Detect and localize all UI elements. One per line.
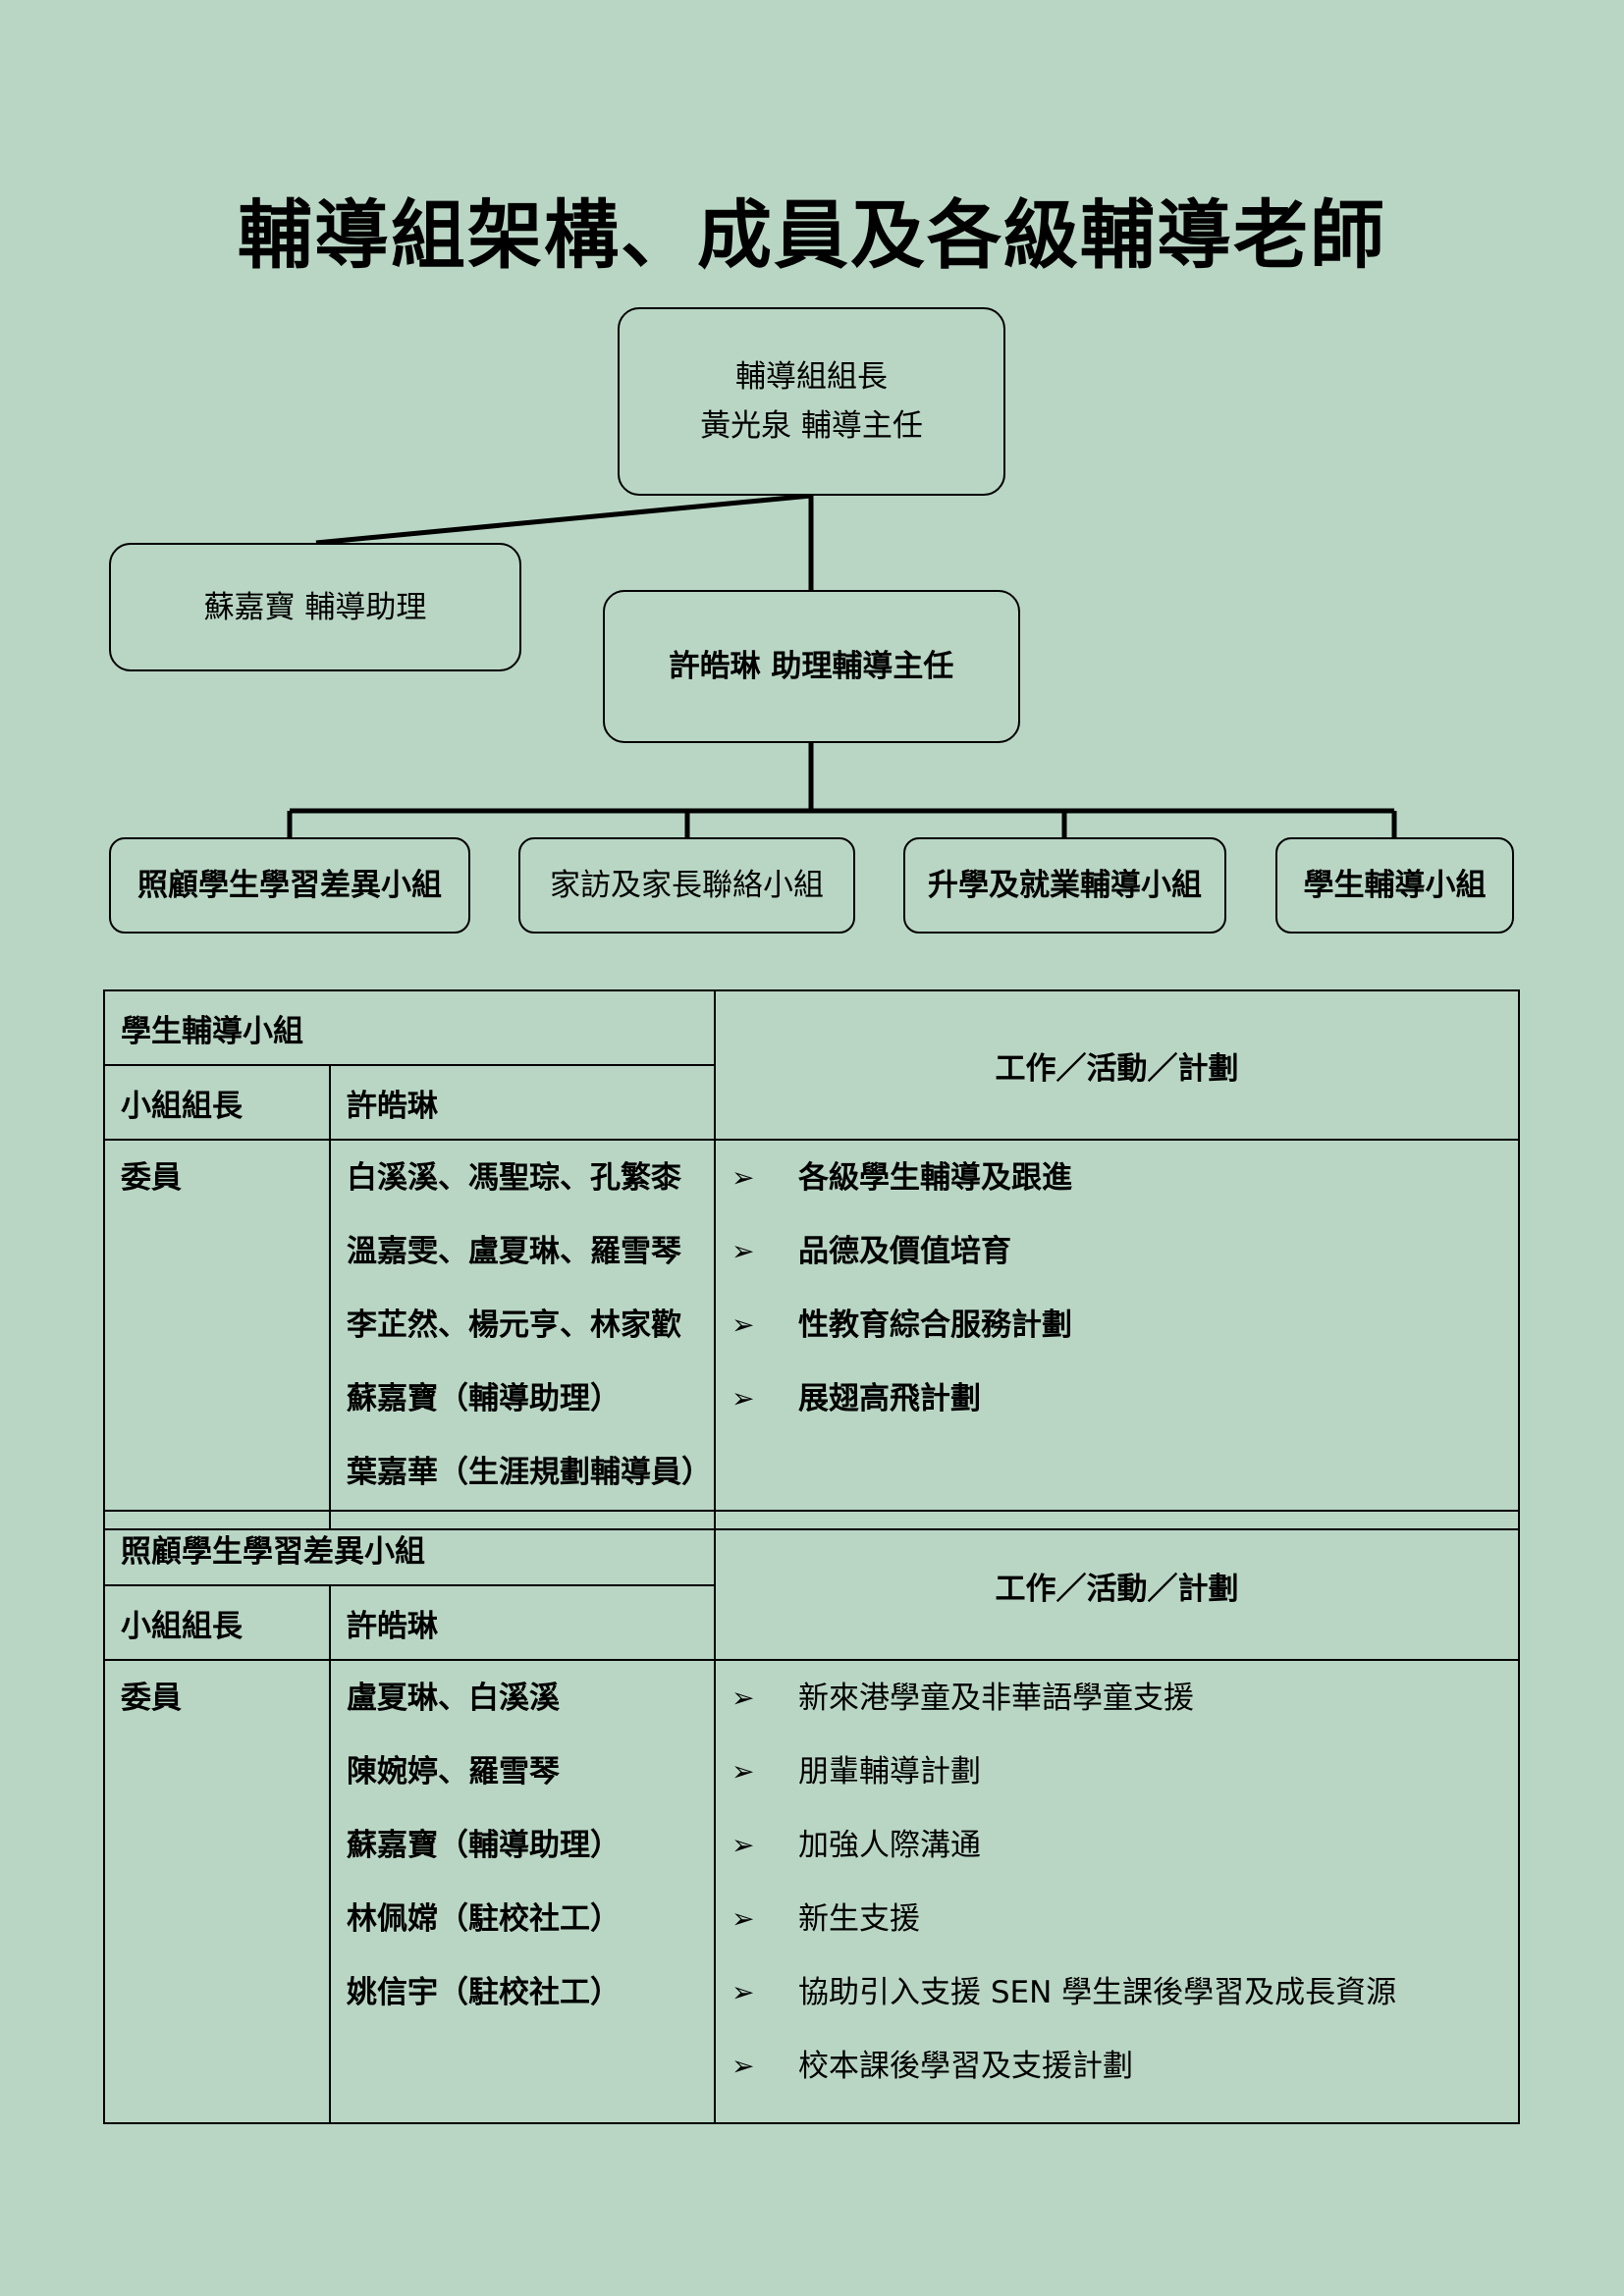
activity-item: ➢新來港學童及非華語學童支援 [731, 1673, 1502, 1746]
activity-item: ➢展翅高飛計劃 [731, 1373, 1502, 1447]
members-label-cell: 委員 [103, 1139, 331, 1530]
org-chart-connectors [287, 493, 1397, 837]
page-title: 輔導組架構、成員及各級輔導老師 [238, 191, 1386, 279]
group-3-label: 升學及就業輔導小組 [928, 868, 1202, 903]
member-line: 李芷然、楊元亨、林家歡 [347, 1308, 681, 1343]
head-name: 黃光泉 輔導主任 [700, 408, 923, 444]
org-node-group-4: 學生輔導小組 [1275, 837, 1514, 934]
group-table-learning-diversity: 照顧學生學習差異小組 工作／活動／計劃 小組組長 許皓琳 委員 盧夏琳、白溪溪 … [103, 1510, 1520, 2124]
group-1-label: 照顧學生學習差異小組 [137, 868, 442, 903]
group-name: 照顧學生學習差異小組 [103, 1510, 716, 1586]
members-label: 委員 [121, 1160, 182, 1196]
org-node-group-1: 照顧學生學習差異小組 [109, 837, 470, 934]
arrow-bullet-icon: ➢ [731, 1902, 755, 1935]
activity-item: ➢朋輩輔導計劃 [731, 1746, 1502, 1820]
group-name: 學生輔導小組 [103, 989, 716, 1066]
leader-label: 小組組長 [103, 1584, 331, 1661]
org-node-group-3: 升學及就業輔導小組 [903, 837, 1226, 934]
activity-item: ➢校本課後學習及支援計劃 [731, 2041, 1502, 2114]
arrow-bullet-icon: ➢ [731, 1829, 755, 1861]
group-table-student-guidance: 學生輔導小組 工作／活動／計劃 小組組長 許皓琳 委員 白溪溪、馮聖琮、孔繁桼 … [103, 989, 1520, 1530]
work-header: 工作／活動／計劃 [714, 1510, 1520, 1661]
arrow-bullet-icon: ➢ [731, 1755, 755, 1788]
arrow-bullet-icon: ➢ [731, 1682, 755, 1714]
activity-item: ➢品德及價值培育 [731, 1226, 1502, 1300]
member-line: 白溪溪、馮聖琮、孔繁桼 [347, 1160, 681, 1196]
org-node-assistant: 蘇嘉寶 輔導助理 [109, 543, 521, 671]
assistant-name: 蘇嘉寶 輔導助理 [203, 589, 427, 625]
org-node-deputy: 許皓琳 助理輔導主任 [603, 590, 1020, 743]
activity-item: ➢新生支援 [731, 1894, 1502, 1967]
connector-head-assistant [315, 493, 812, 546]
leader-label: 小組組長 [103, 1064, 331, 1141]
members-cell: 白溪溪、馮聖琮、孔繁桼 溫嘉雯、盧夏琳、羅雪琴 李芷然、楊元亨、林家歡 蘇嘉寶（… [329, 1139, 716, 1530]
member-line: 葉嘉華（生涯規劃輔導員） [347, 1455, 712, 1490]
arrow-bullet-icon: ➢ [731, 1308, 755, 1341]
arrow-bullet-icon: ➢ [731, 1976, 755, 2008]
member-line: 溫嘉雯、盧夏琳、羅雪琴 [347, 1234, 681, 1269]
activity-item: ➢協助引入支援 SEN 學生課後學習及成長資源 [731, 1967, 1502, 2041]
work-header: 工作／活動／計劃 [714, 989, 1520, 1141]
activities-cell: ➢新來港學童及非華語學童支援 ➢朋輩輔導計劃 ➢加強人際溝通 ➢新生支援 ➢協助… [714, 1659, 1520, 2124]
member-line: 姚信宇（駐校社工） [347, 1975, 621, 2010]
arrow-bullet-icon: ➢ [731, 1161, 755, 1194]
head-role: 輔導組組長 [735, 359, 888, 395]
member-line: 林佩嫦（駐校社工） [347, 1901, 621, 1937]
activities-cell: ➢各級學生輔導及跟進 ➢品德及價值培育 ➢性教育綜合服務計劃 ➢展翅高飛計劃 [714, 1139, 1520, 1530]
group-2-label: 家訪及家長聯絡小組 [550, 868, 824, 903]
activity-item: ➢性教育綜合服務計劃 [731, 1300, 1502, 1373]
member-line: 盧夏琳、白溪溪 [347, 1681, 560, 1716]
leader-name: 許皓琳 [329, 1584, 716, 1661]
arrow-bullet-icon: ➢ [731, 2050, 755, 2082]
member-line: 蘇嘉寶（輔導助理） [347, 1828, 621, 1863]
activity-item: ➢加強人際溝通 [731, 1820, 1502, 1894]
arrow-bullet-icon: ➢ [731, 1382, 755, 1415]
members-label: 委員 [121, 1681, 182, 1716]
members-label-cell: 委員 [103, 1659, 331, 2124]
org-node-group-2: 家訪及家長聯絡小組 [518, 837, 855, 934]
group-4-label: 學生輔導小組 [1303, 868, 1487, 903]
org-node-head: 輔導組組長 黃光泉 輔導主任 [618, 307, 1005, 496]
arrow-bullet-icon: ➢ [731, 1235, 755, 1267]
member-line: 陳婉婷、羅雪琴 [347, 1754, 560, 1789]
members-cell: 盧夏琳、白溪溪 陳婉婷、羅雪琴 蘇嘉寶（輔導助理） 林佩嫦（駐校社工） 姚信宇（… [329, 1659, 716, 2124]
deputy-name: 許皓琳 助理輔導主任 [669, 649, 954, 684]
activity-item: ➢各級學生輔導及跟進 [731, 1152, 1502, 1226]
member-line: 蘇嘉寶（輔導助理） [347, 1381, 621, 1416]
leader-name: 許皓琳 [329, 1064, 716, 1141]
